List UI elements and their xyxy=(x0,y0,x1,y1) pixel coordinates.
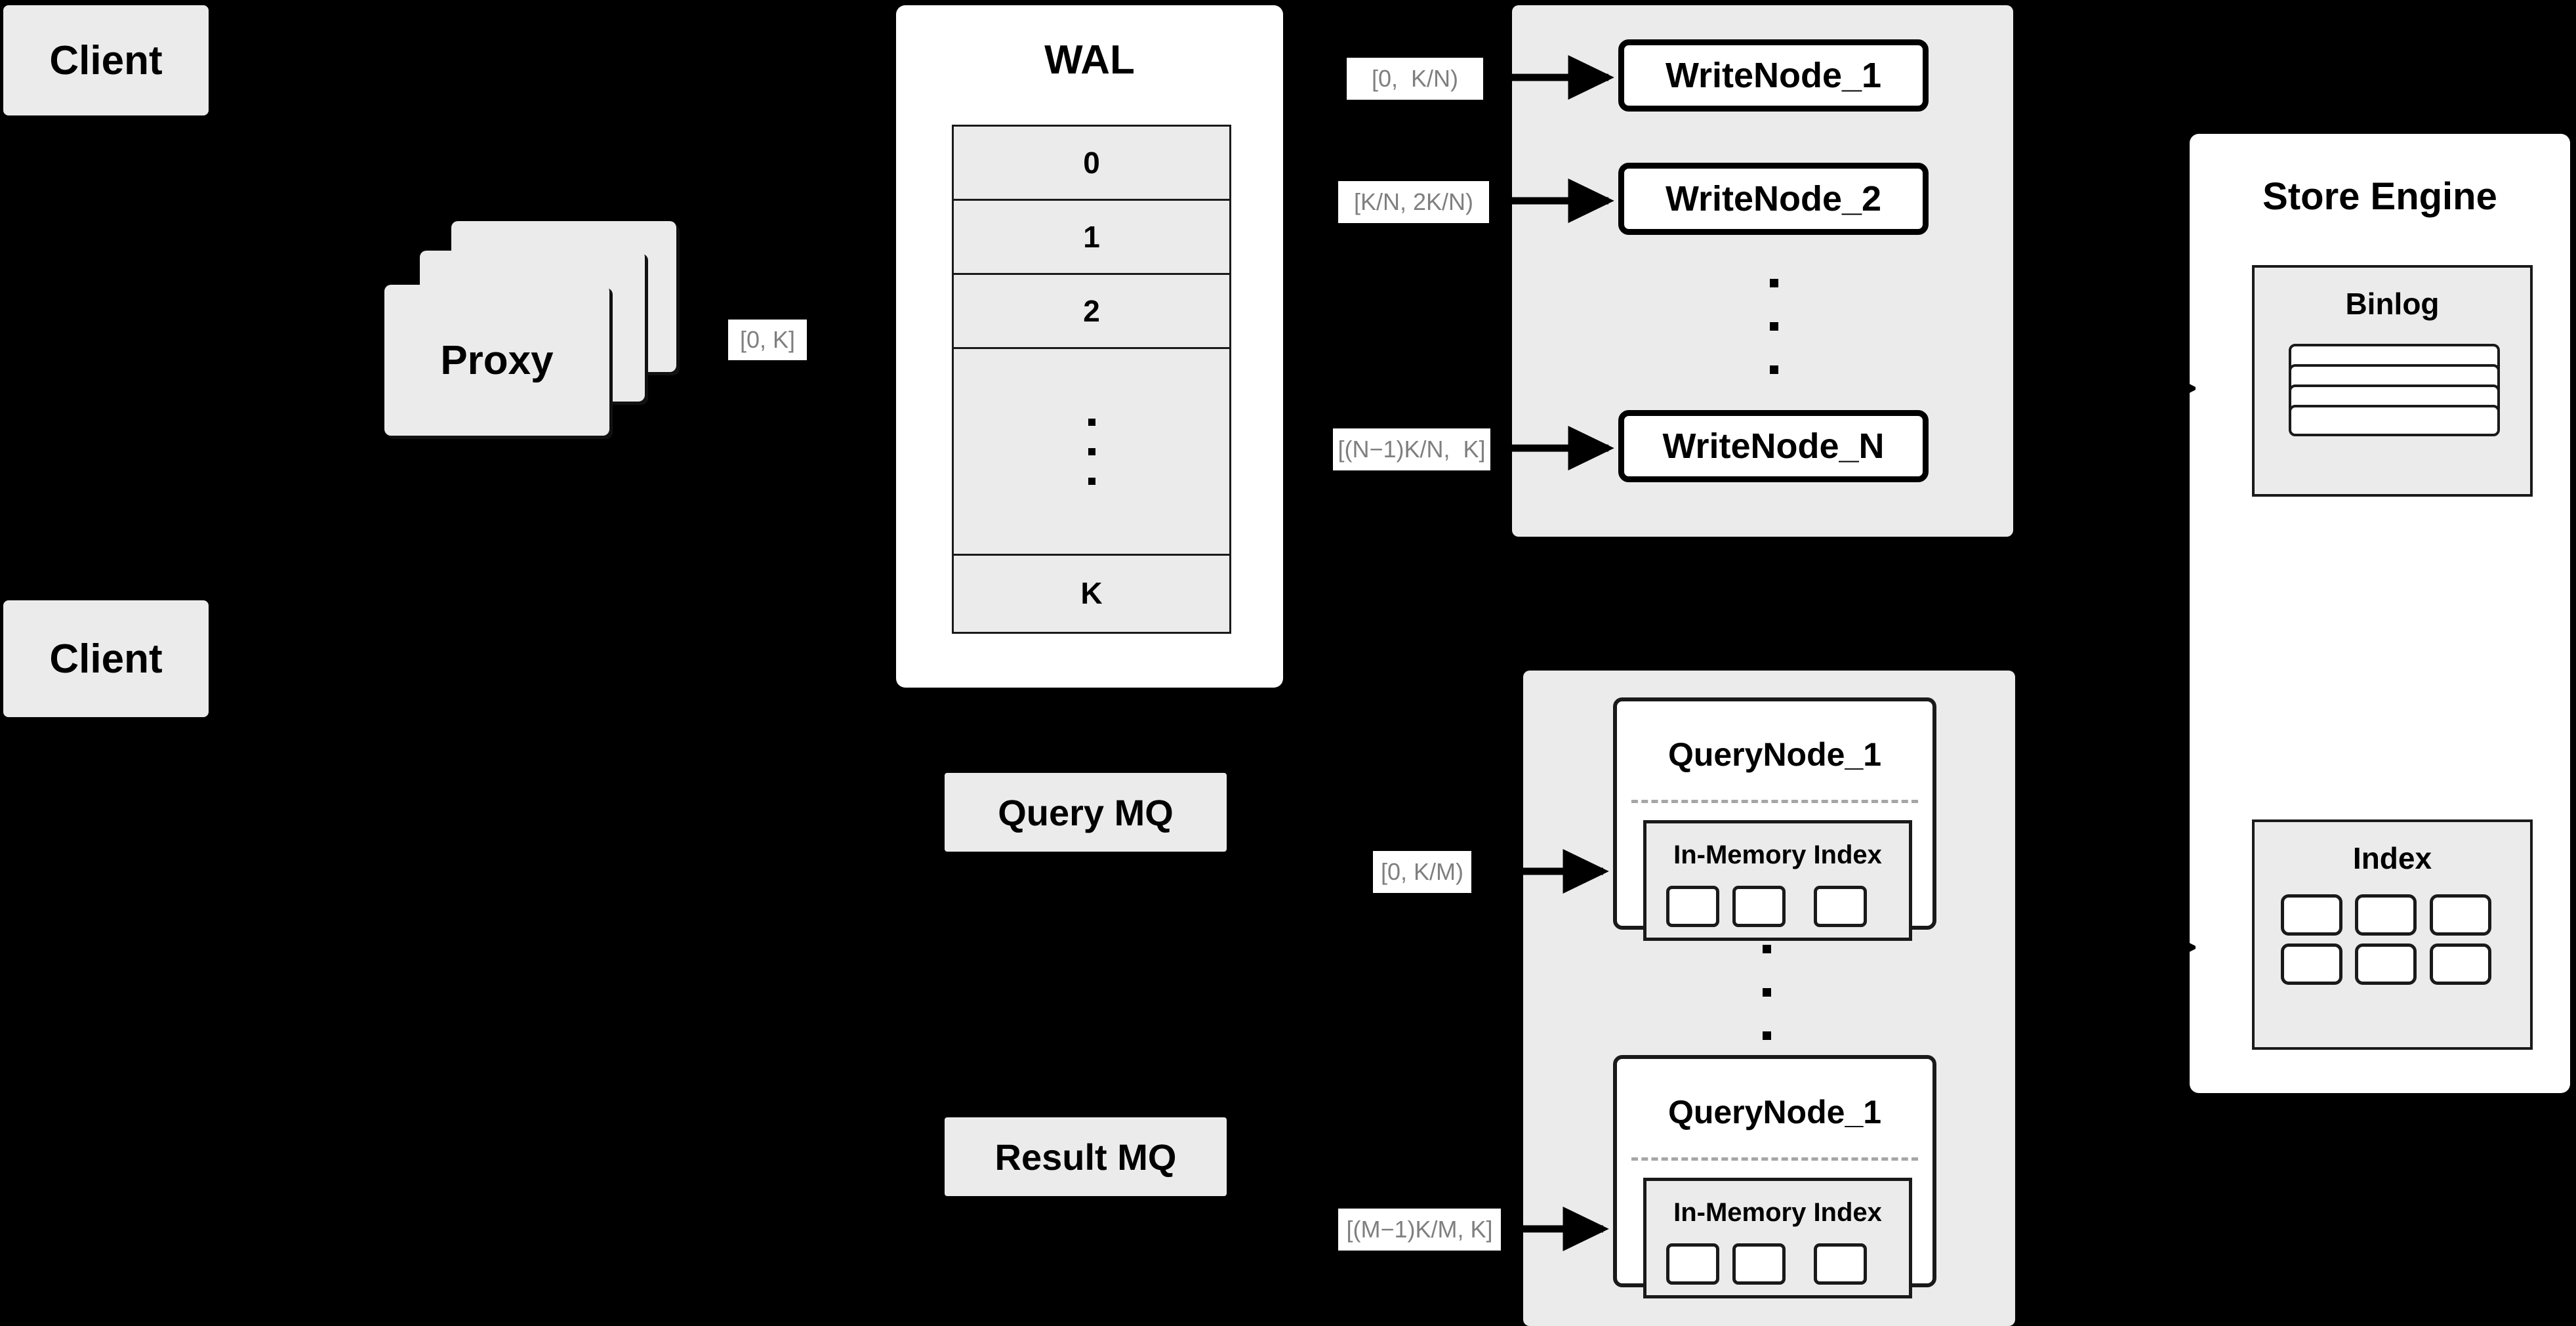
query-mq-box[interactable]: Query MQ xyxy=(945,773,1227,852)
query-node-1[interactable]: QueryNode_1 In-Memory Index xyxy=(1613,697,1936,941)
in-memory-index-label: In-Memory Index xyxy=(1673,1198,1882,1227)
index-cell[interactable] xyxy=(1666,886,1719,927)
query-node-divider xyxy=(1631,1157,1918,1161)
result-mq-label: Result MQ xyxy=(994,1136,1177,1178)
write-node-label: WriteNode_2 xyxy=(1665,179,1882,218)
binlog-title: Binlog xyxy=(2345,287,2440,321)
index-cell[interactable] xyxy=(2281,894,2342,936)
write-node-label: WriteNode_1 xyxy=(1665,56,1882,95)
index-cell[interactable] xyxy=(2430,943,2491,985)
wal-row-last[interactable]: K xyxy=(1080,575,1103,610)
proxy-range-label: [0, K] xyxy=(728,320,807,360)
index-cell[interactable] xyxy=(1732,1243,1786,1285)
write-node-1-range-label: [0, K/N) xyxy=(1347,58,1483,100)
write-node-n-range-label: [(N−1)K/N, K] xyxy=(1333,428,1490,470)
ellipsis-dot xyxy=(1769,279,1778,287)
wal-table: 0 1 2 K xyxy=(952,125,1231,634)
wal-panel: WAL 0 1 2 K xyxy=(896,5,1283,688)
index-title: Index xyxy=(2352,841,2432,875)
wal-ellipsis xyxy=(954,349,1229,556)
in-memory-index-box: In-Memory Index xyxy=(1643,1178,1912,1298)
binlog-box: Binlog xyxy=(2252,265,2533,497)
query-node-1-range-label: [0, K/M) xyxy=(1373,851,1471,893)
ellipsis-dot xyxy=(1762,1031,1771,1040)
query-node-m-range-label: [(M−1)K/M, K] xyxy=(1338,1209,1501,1251)
write-node-label: WriteNode_N xyxy=(1662,426,1885,466)
write-node-n[interactable]: WriteNode_N xyxy=(1618,410,1929,482)
ellipsis-dot xyxy=(1769,322,1778,331)
store-engine-title: Store Engine xyxy=(2262,175,2497,218)
ellipsis-dot xyxy=(1762,945,1771,953)
ellipsis-dot xyxy=(1762,988,1771,997)
proxy-label: Proxy xyxy=(440,337,554,383)
ellipsis-dot xyxy=(1088,477,1095,485)
query-node-label: QueryNode_1 xyxy=(1667,736,1882,773)
query-node-divider xyxy=(1631,800,1918,803)
wal-row[interactable]: 2 xyxy=(954,275,1229,349)
write-node-ellipsis xyxy=(1765,279,1782,374)
client-box-bottom[interactable]: Client xyxy=(3,600,209,717)
ellipsis-dot xyxy=(1769,365,1778,374)
index-box: Index xyxy=(2252,819,2533,1050)
wal-title: WAL xyxy=(1044,37,1135,83)
result-mq-box[interactable]: Result MQ xyxy=(945,1117,1227,1196)
client-box-top[interactable]: Client xyxy=(3,5,209,115)
query-mq-label: Query MQ xyxy=(998,791,1174,833)
write-node-2-range-label: [K/N, 2K/N) xyxy=(1338,181,1489,223)
index-cell[interactable] xyxy=(2281,943,2342,985)
index-cell[interactable] xyxy=(1666,1243,1719,1285)
in-memory-index-box: In-Memory Index xyxy=(1643,820,1912,941)
write-node-1[interactable]: WriteNode_1 xyxy=(1618,39,1929,112)
wal-row[interactable]: 0 xyxy=(954,127,1229,201)
query-node-m[interactable]: QueryNode_1 In-Memory Index xyxy=(1613,1055,1936,1298)
write-node-2[interactable]: WriteNode_2 xyxy=(1618,163,1929,235)
proxy-card-front[interactable]: Proxy xyxy=(384,285,609,436)
client-label: Client xyxy=(49,37,163,83)
index-cell[interactable] xyxy=(1814,886,1867,927)
index-cell[interactable] xyxy=(2430,894,2491,936)
index-cell[interactable] xyxy=(1814,1243,1867,1285)
client-label: Client xyxy=(49,636,163,682)
query-node-ellipsis xyxy=(1758,945,1775,1040)
store-engine-panel: Store Engine Binlog Index xyxy=(2190,134,2570,1093)
index-cell[interactable] xyxy=(1732,886,1786,927)
ellipsis-dot xyxy=(1088,447,1095,455)
index-cell[interactable] xyxy=(2355,943,2417,985)
wal-row[interactable]: 1 xyxy=(954,201,1229,275)
binlog-row[interactable] xyxy=(2289,405,2500,436)
in-memory-index-label: In-Memory Index xyxy=(1673,840,1882,869)
ellipsis-dot xyxy=(1088,418,1095,426)
query-node-label: QueryNode_1 xyxy=(1667,1094,1882,1130)
index-cell[interactable] xyxy=(2355,894,2417,936)
